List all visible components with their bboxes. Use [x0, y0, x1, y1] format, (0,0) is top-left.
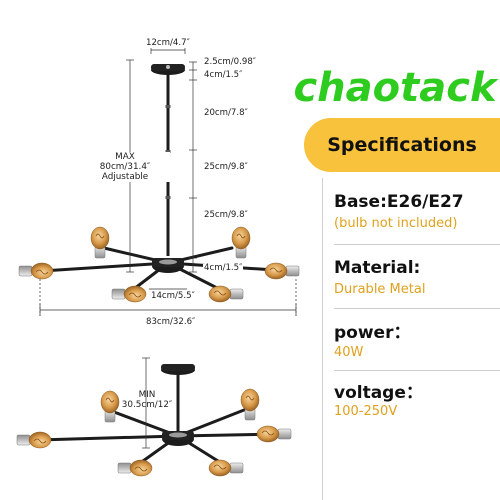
body-height-label: 4cm/1.5″ — [203, 263, 244, 273]
rod-2-label: 25cm/9.8″ — [203, 162, 249, 172]
total-width-label: 83cm/32.6″ — [145, 317, 197, 327]
max-title: MAX — [115, 152, 135, 162]
spec-power-title: power： — [334, 323, 411, 343]
canopy-height-label: 2.5cm/0.98″ — [203, 57, 258, 67]
max-value: 80cm/31.4″ — [99, 162, 151, 173]
max-dimension-lines — [39, 46, 297, 316]
max-note: Adjustable — [101, 172, 149, 183]
min-height-label: MIN 30.5cm/12″ — [116, 390, 178, 410]
spec-divider-vertical — [322, 178, 323, 500]
min-value: 30.5cm/12″ — [121, 400, 173, 411]
spec-voltage-title: voltage： — [334, 383, 423, 403]
spec-material-value: Durable Metal — [334, 282, 426, 297]
spec-divider — [334, 308, 500, 309]
rod-top-label: 4cm/1.5″ — [203, 70, 244, 80]
rod-1-label: 20cm/7.8″ — [203, 108, 249, 118]
max-height-label: MAX 80cm/31.4″ Adjustable — [80, 152, 170, 183]
specifications-banner: Specifications — [304, 118, 500, 172]
spec-divider — [334, 244, 500, 245]
min-title: MIN — [138, 390, 156, 400]
max-fixture — [18, 64, 300, 303]
canopy-width-label: 12cm/4.7″ — [145, 38, 191, 48]
rod-3-label: 25cm/9.8″ — [203, 210, 249, 220]
spec-base-value: (bulb not included) — [334, 216, 458, 231]
min-fixture — [16, 364, 292, 477]
chandelier-dimension-diagram — [16, 46, 300, 477]
min-dimension-lines — [142, 357, 150, 449]
spec-divider — [334, 370, 500, 371]
body-width-label: 14cm/5.5″ — [150, 291, 196, 301]
spec-base-title: Base:E26/E27 — [334, 192, 464, 212]
brand-logo: chaotack — [293, 65, 497, 111]
specifications-title: Specifications — [327, 134, 477, 156]
spec-power-value: 40W — [334, 345, 364, 360]
spec-material-title: Material: — [334, 258, 421, 278]
spec-voltage-value: 100-250V — [334, 404, 398, 419]
